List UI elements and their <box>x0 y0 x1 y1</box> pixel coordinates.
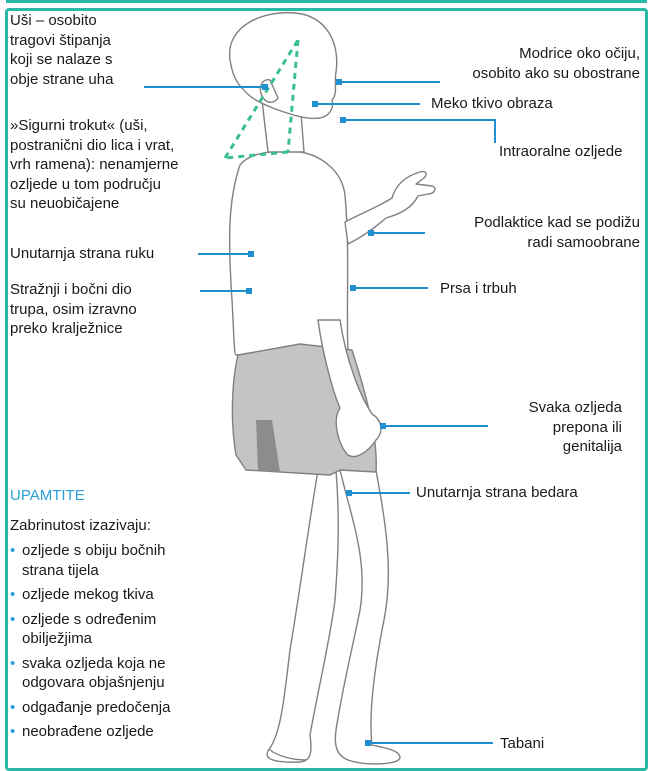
front-leg <box>335 470 400 764</box>
soles-label: Tabani <box>500 734 544 754</box>
remember-title: UPAMTITE <box>10 486 85 506</box>
inner-arms-label: Unutarnja strana ruku <box>10 244 154 264</box>
head <box>230 13 337 119</box>
list-item: odgađanje predočenja <box>10 698 232 718</box>
chest-label: Prsa i trbuh <box>440 279 517 299</box>
ears-label: Uši – osobito tragovi štipanja koji se n… <box>10 11 113 89</box>
safe-triangle-label: »Sigurni trokut« (uši, postranični dio l… <box>10 116 178 214</box>
list-item: svaka ozljeda koja ne odgovara objašnjen… <box>10 654 232 693</box>
cheeks-label: Meko tkivo obraza <box>431 94 553 114</box>
list-item: neobrađene ozljede <box>10 722 232 742</box>
thighs-label: Unutarnja strana bedara <box>416 483 578 503</box>
list-item: ozljede s određenim obilježjima <box>10 610 232 649</box>
groin-label: Svaka ozljeda prepona ili genitalija <box>529 398 622 457</box>
list-item: ozljede s obiju bočnih strana tijela <box>10 541 232 580</box>
remember-list: ozljede s obiju bočnih strana tijela ozl… <box>10 541 232 747</box>
forearms-label: Podlaktice kad se podižu radi samoobrane <box>474 213 640 252</box>
remember-intro: Zabrinutost izazivaju: <box>10 516 151 536</box>
intraoral-label: Intraoralne ozljede <box>499 142 622 162</box>
eyes-label: Modrice oko očiju, osobito ako su obostr… <box>472 44 640 83</box>
back-leg <box>267 470 338 762</box>
list-item: ozljede mekog tkiva <box>10 585 232 605</box>
back-sides-label: Stražnji i bočni dio trupa, osim izravno… <box>10 280 137 339</box>
